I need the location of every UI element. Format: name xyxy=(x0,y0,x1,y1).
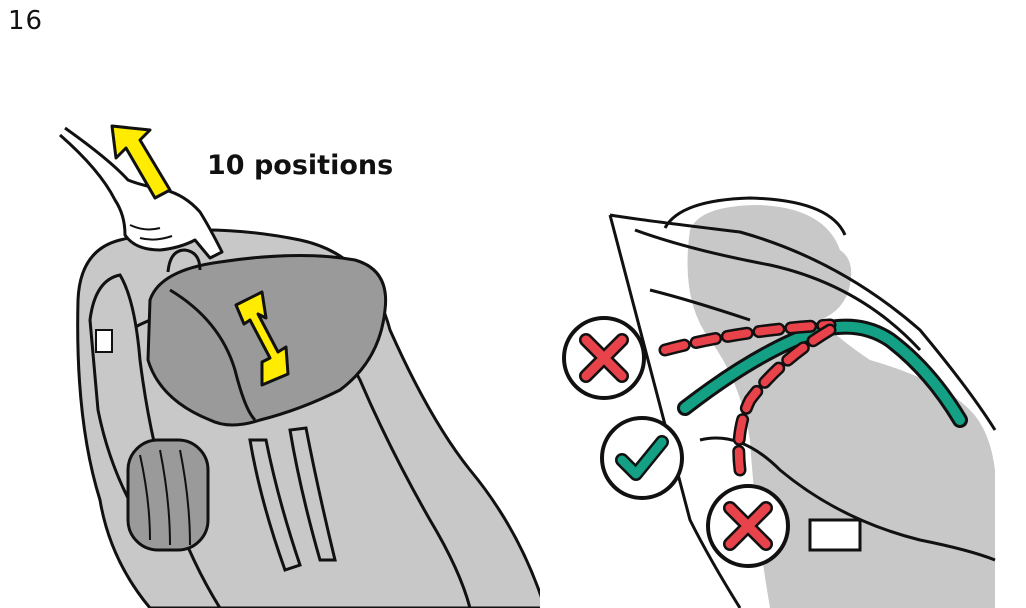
check-icon xyxy=(600,416,684,500)
positions-label: 10 positions xyxy=(207,150,394,181)
headrest-adjustment-illustration xyxy=(59,124,540,608)
harness-position-illustration xyxy=(562,196,997,608)
hand-icon xyxy=(59,126,224,260)
up-arrow-icon xyxy=(110,124,172,200)
cross-icon xyxy=(706,484,790,568)
page-number: 16 xyxy=(8,6,44,36)
cross-icon xyxy=(562,316,646,400)
double-arrow-icon xyxy=(234,290,290,387)
